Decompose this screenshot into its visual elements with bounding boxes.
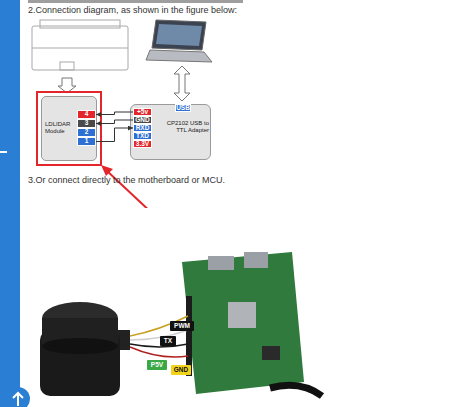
lidar-ring	[42, 338, 118, 354]
top-bar	[28, 0, 243, 3]
step-heading: 3.Or connect directly to the motherboard…	[28, 175, 225, 185]
scroll-button	[6, 387, 30, 407]
signal-wire	[96, 128, 133, 142]
wire	[130, 344, 188, 347]
lidar-drawing	[32, 20, 128, 70]
usb-tag: USB	[175, 104, 191, 112]
pin-label: GND	[174, 367, 188, 374]
pin-label: 2	[85, 129, 89, 136]
box-title: LDLIDAR Module	[45, 121, 77, 135]
pin-label: 3	[85, 120, 89, 127]
chip	[262, 346, 280, 360]
photo-bg	[30, 208, 322, 407]
pin-label: RXD	[136, 125, 150, 132]
signal-tag: TX	[160, 336, 176, 346]
wire	[130, 347, 188, 357]
laptop-display	[156, 24, 202, 46]
chip	[228, 302, 256, 328]
port	[208, 256, 234, 270]
pin-label: PWM	[174, 323, 190, 330]
pin-label: +5v	[137, 109, 148, 116]
pin-label: 4	[85, 111, 89, 118]
lidar-line	[32, 48, 128, 49]
header	[186, 296, 192, 376]
pointer-head	[101, 165, 113, 176]
pin-box: 3	[77, 119, 96, 128]
laptop-icon	[146, 20, 212, 62]
lidar-top	[40, 20, 120, 28]
double-arrow	[174, 66, 190, 101]
signal-wire	[96, 120, 133, 124]
signal-tag: GND	[171, 365, 191, 375]
laptop-screen	[152, 20, 206, 50]
signal-tag: P5V	[147, 360, 167, 370]
port	[244, 252, 268, 268]
pin-box: +5v	[133, 108, 152, 116]
up-arrow	[13, 393, 23, 406]
pin-label: P5V	[151, 362, 163, 369]
pin-label: USB	[176, 105, 190, 112]
board	[182, 252, 304, 394]
pin-box: 4	[77, 110, 96, 119]
pin-box: TXD	[133, 132, 152, 140]
pin-label: 3.3V	[136, 141, 149, 148]
cable	[270, 385, 322, 396]
pin-label: TX	[164, 338, 172, 345]
pin-box: RXD	[133, 124, 152, 132]
lidar-outline	[32, 26, 128, 70]
pin-label: 1	[85, 138, 89, 145]
wire	[130, 330, 188, 340]
highlight-frame	[37, 92, 101, 165]
module-box: LDLIDAR Module 4 3 2 1	[41, 96, 97, 161]
side-strip	[0, 0, 20, 407]
adapter-box: CP2102 USB to TTL Adapter USB +5vGNDRXDTXD…	[130, 104, 211, 160]
lidar-connector	[60, 62, 74, 70]
laptop-base	[146, 50, 212, 62]
photo	[30, 208, 322, 407]
pin-label: TXD	[136, 133, 149, 140]
pin-box: 1	[77, 137, 96, 146]
box-title: CP2102 USB to TTL Adapter	[155, 120, 209, 134]
pin-box: GND	[133, 116, 152, 124]
signal-wire	[96, 112, 133, 115]
signal-tag: PWM	[170, 321, 194, 331]
pin-box: 2	[77, 128, 96, 137]
hollow-arrow	[58, 78, 76, 93]
step-heading: 2.Connection diagram, as shown in the fi…	[28, 5, 237, 15]
pin-box: 3.3V	[133, 140, 152, 148]
pin-label: GND	[135, 117, 149, 124]
side-tick	[0, 151, 7, 153]
